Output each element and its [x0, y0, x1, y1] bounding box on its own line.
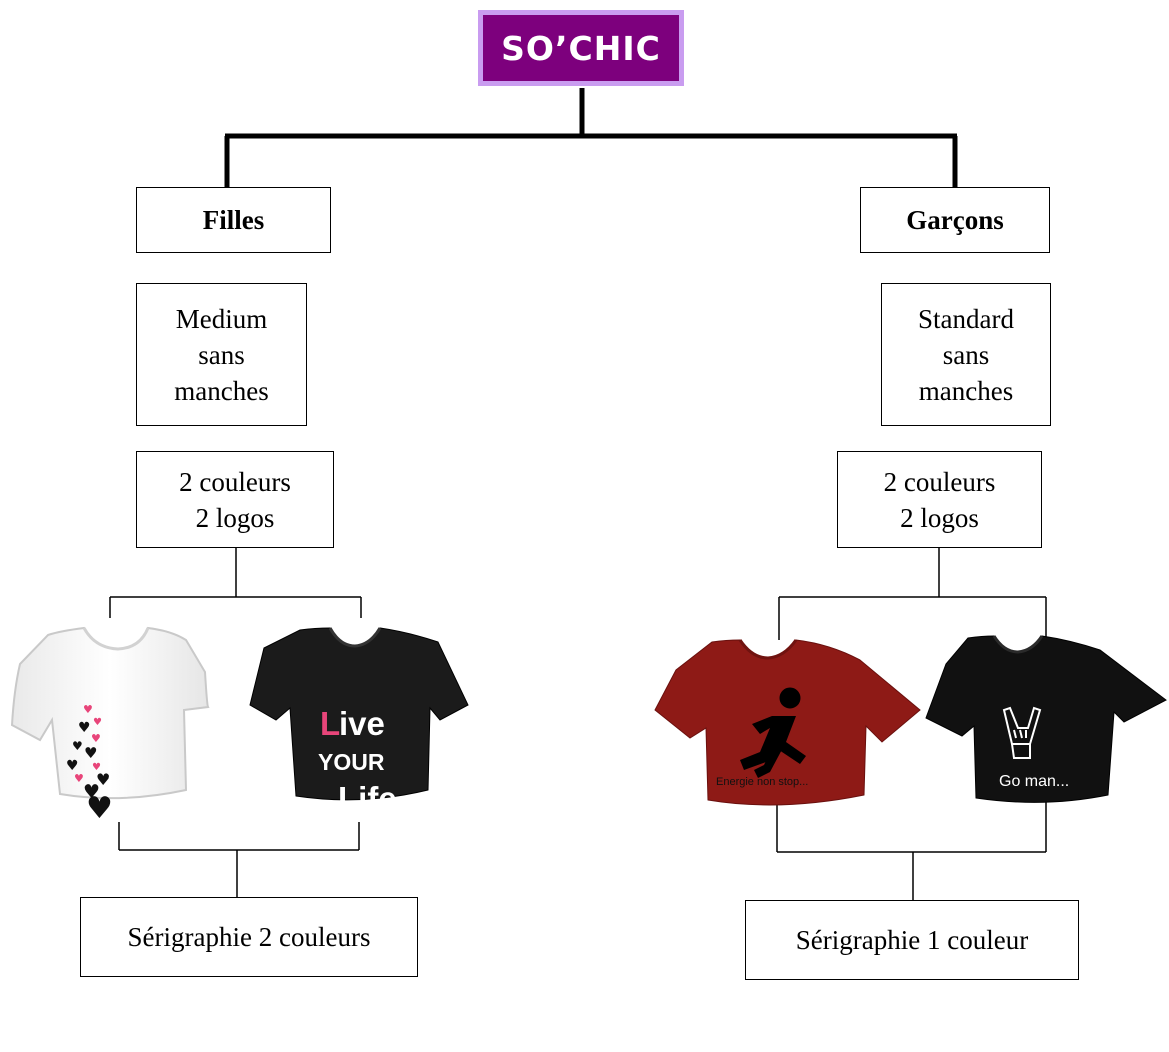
model-box-left: Medium sans manches	[136, 283, 307, 426]
running-man-icon	[740, 687, 806, 778]
svg-text:♥: ♥	[86, 791, 113, 826]
svg-text:♥: ♥	[91, 732, 101, 745]
svg-text:♥: ♥	[83, 703, 93, 716]
options-box-left: 2 couleurs 2 logos	[136, 451, 334, 548]
printing-box-right: Sérigraphie 1 couleur	[745, 900, 1079, 980]
options-label-right: 2 couleurs 2 logos	[883, 466, 996, 533]
svg-text:♥: ♥	[93, 717, 102, 728]
root-label: SO’CHIC	[501, 28, 661, 68]
svg-text:♥: ♥	[74, 772, 84, 785]
shirt-text-your: YOUR	[318, 749, 385, 775]
goman-caption: Go man...	[999, 773, 1069, 790]
svg-text:♥: ♥	[84, 744, 97, 762]
category-box-garcons: Garçons	[860, 187, 1050, 253]
svg-text:♥: ♥	[66, 758, 79, 774]
top-connector	[224, 88, 958, 187]
category-label-filles: Filles	[202, 205, 265, 235]
svg-text:♥: ♥	[78, 720, 91, 736]
shirt-text-live-initial: L	[320, 705, 340, 742]
shirt-text-life: Life	[338, 780, 397, 817]
options-label-left: 2 couleurs 2 logos	[179, 466, 291, 533]
category-label-garcons: Garçons	[906, 205, 1004, 235]
printing-label-left: Sérigraphie 2 couleurs	[127, 922, 371, 952]
tshirt-white-hearts: ♥ ♥ ♥ ♥ ♥ ♥ ♥ ♥ ♥ ♥ ♥ ♥	[10, 626, 210, 826]
tshirt-black-text: L ive YOUR Life	[249, 627, 469, 817]
svg-text:♥: ♥	[83, 781, 100, 803]
options-box-right: 2 couleurs 2 logos	[837, 451, 1042, 548]
hearts-icon: ♥ ♥ ♥ ♥ ♥ ♥ ♥ ♥ ♥ ♥ ♥ ♥	[66, 703, 113, 826]
runner-caption: Energie non stop...	[716, 776, 808, 788]
printing-label-right: Sérigraphie 1 couleur	[795, 925, 1029, 955]
rock-hand-icon	[1002, 706, 1042, 759]
svg-text:♥: ♥	[96, 770, 110, 789]
printing-box-left: Sérigraphie 2 couleurs	[80, 897, 418, 977]
category-box-filles: Filles	[136, 187, 331, 253]
svg-text:♥: ♥	[72, 739, 83, 753]
model-label-right: Standard sans manches	[918, 303, 1014, 406]
model-box-right: Standard sans manches	[881, 283, 1051, 426]
model-label-left: Medium sans manches	[174, 303, 269, 406]
root-node: SO’CHIC	[478, 10, 684, 86]
shirt-text-live-rest: ive	[339, 705, 385, 742]
left-connectors	[109, 548, 362, 897]
tshirt-black-goman: Go man...	[925, 635, 1167, 803]
svg-text:♥: ♥	[92, 762, 101, 773]
right-connectors	[776, 548, 1047, 900]
tshirt-red-runner: Energie non stop...	[654, 639, 921, 806]
